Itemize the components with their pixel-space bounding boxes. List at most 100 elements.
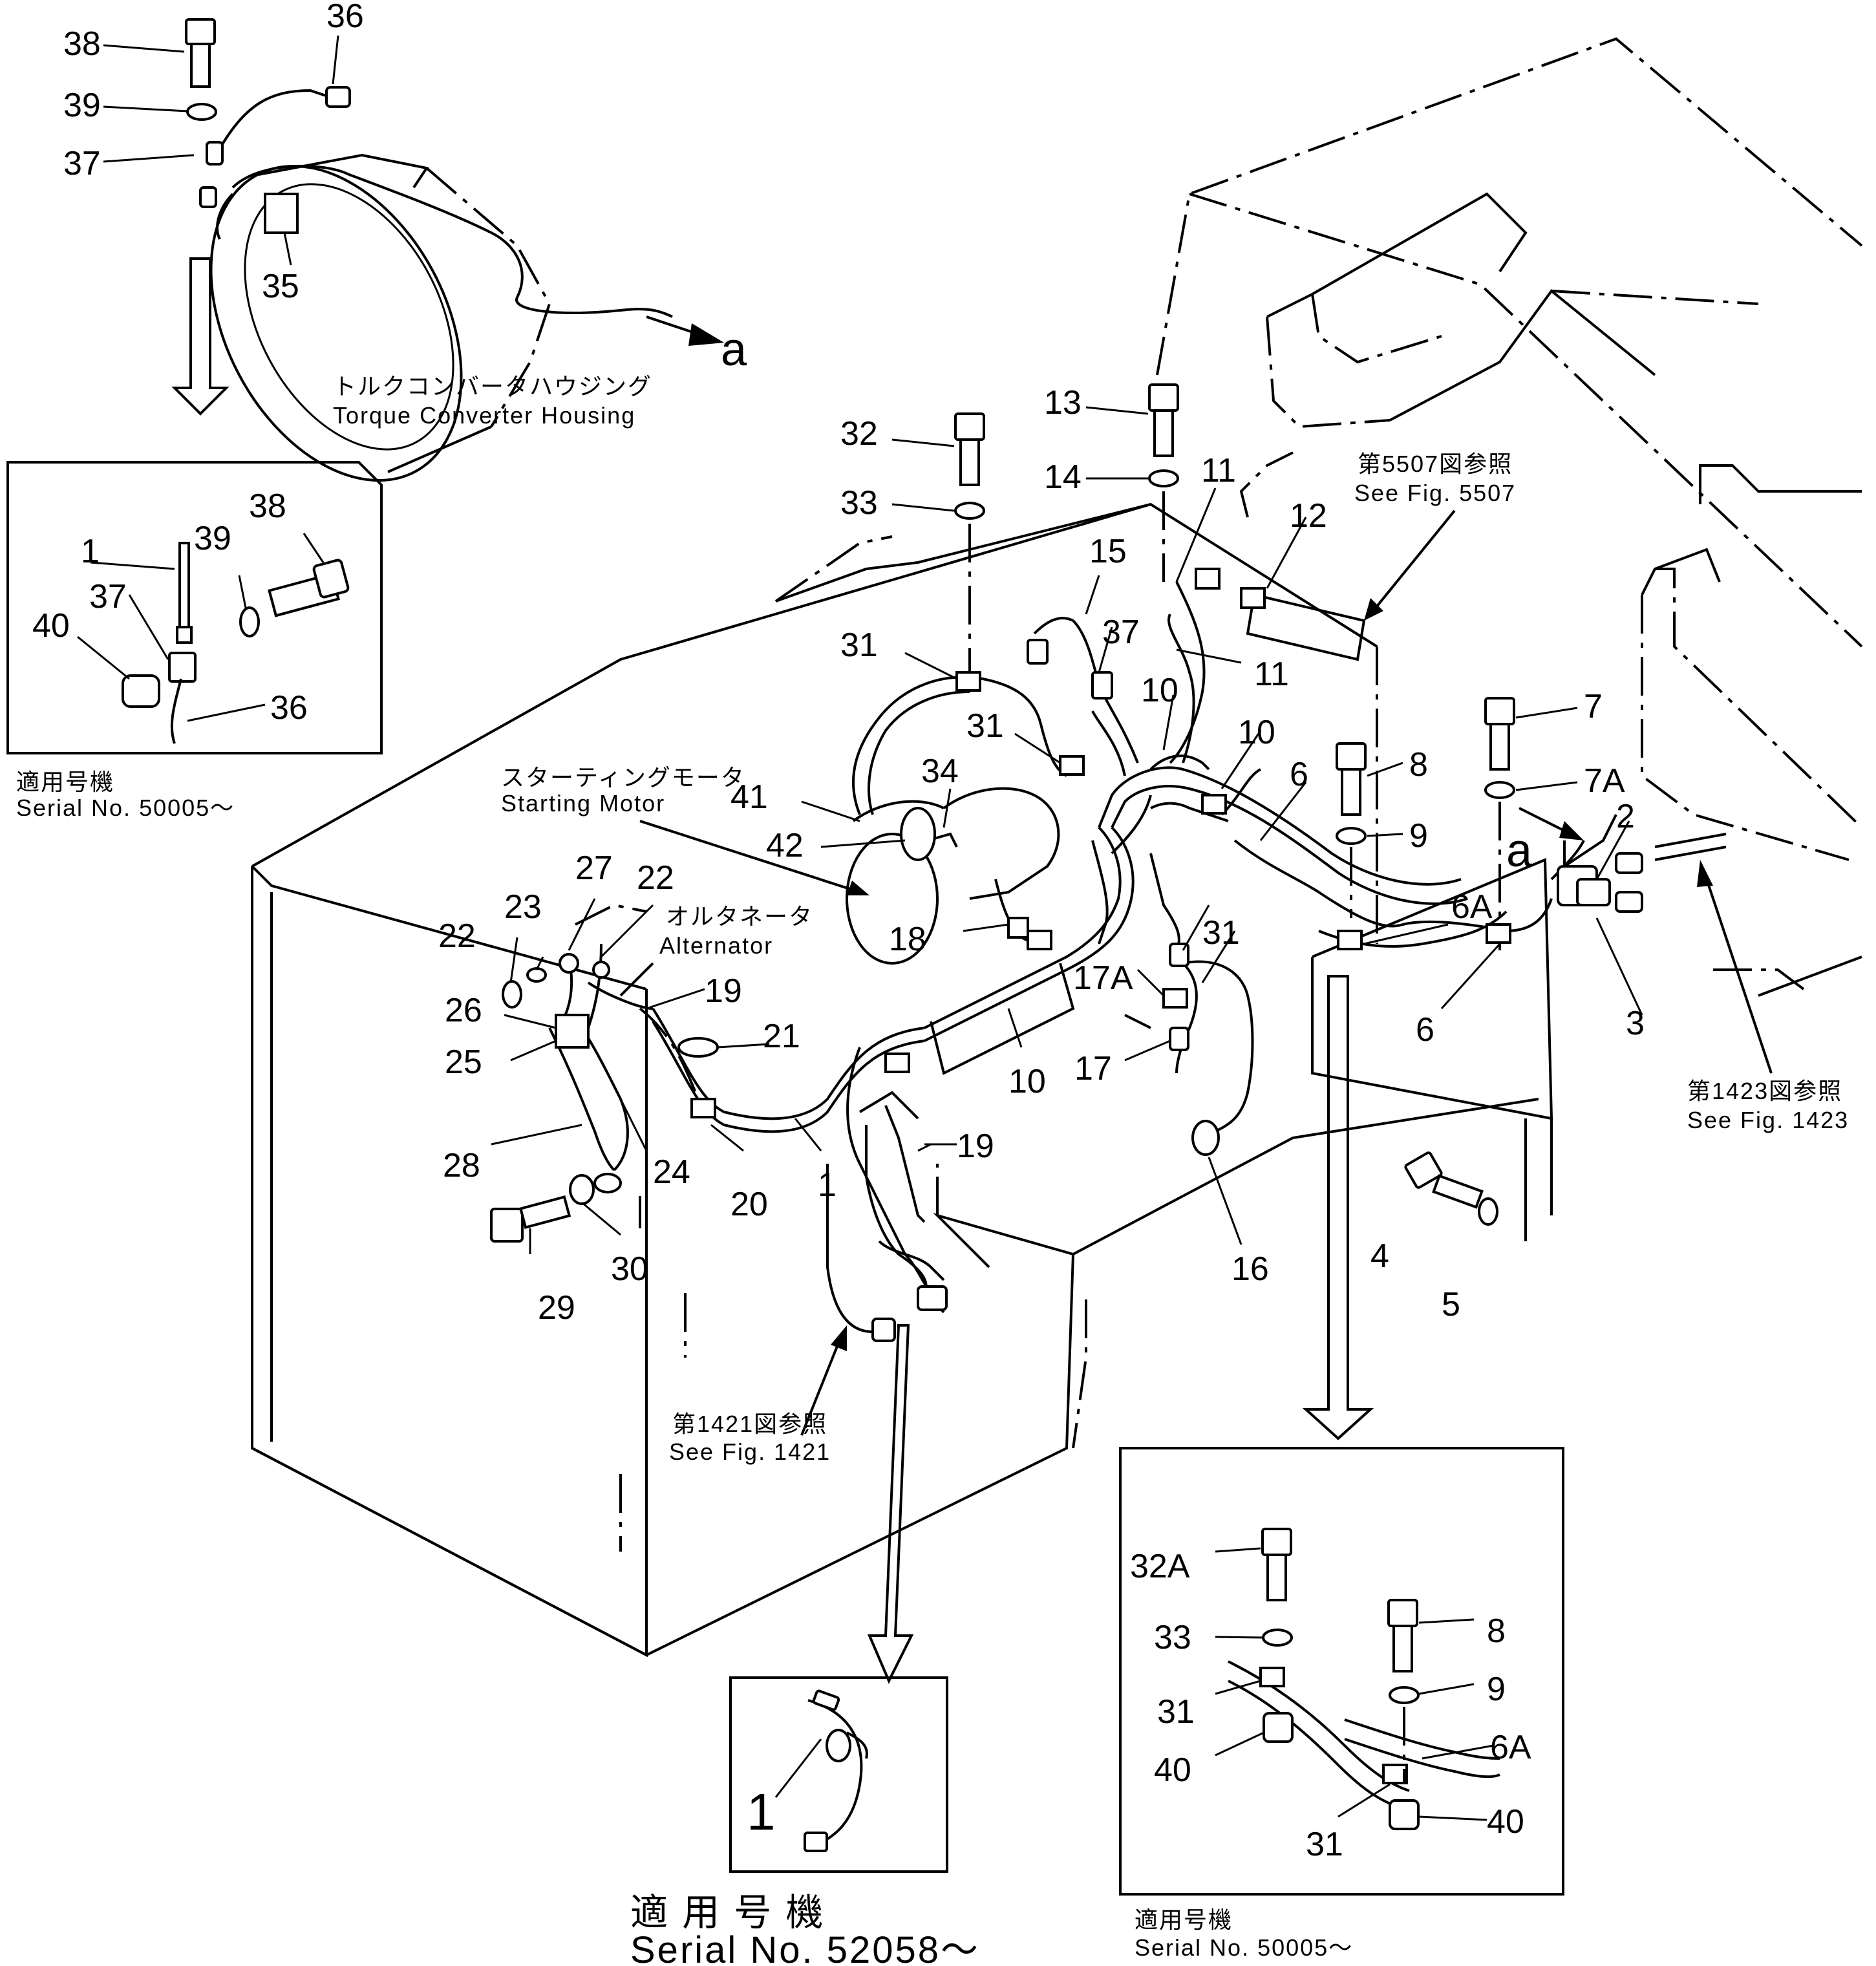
callout-42: 42 <box>766 827 804 864</box>
callout-8-right: 8 <box>1487 1612 1506 1650</box>
callout-39-inset: 39 <box>194 520 231 557</box>
leader-dashes <box>639 491 1501 1228</box>
callout-37-inset: 37 <box>89 578 127 615</box>
callout-33-right: 33 <box>1154 1619 1191 1656</box>
callout-19-b: 19 <box>957 1127 994 1165</box>
callout-31-c: 31 <box>1202 914 1240 952</box>
washer-39-top <box>186 103 217 121</box>
callout-16: 16 <box>1231 1250 1269 1288</box>
callout-9-right: 9 <box>1487 1671 1506 1708</box>
callout-2: 2 <box>1616 798 1635 835</box>
inset-box-bottom-right <box>1119 1447 1564 1896</box>
callout-15: 15 <box>1089 533 1127 570</box>
callout-29: 29 <box>538 1289 575 1327</box>
washer-7A <box>1484 781 1515 799</box>
ref-5507-jp: 第5507図参照 <box>1358 451 1513 477</box>
bolt-4 <box>1404 1151 1484 1209</box>
bolt-29 <box>490 1195 571 1243</box>
harness-clamps <box>690 639 1511 1342</box>
callout-24: 24 <box>653 1153 690 1191</box>
ref-5507-en: See Fig. 5507 <box>1354 480 1516 506</box>
callout-37-top: 37 <box>63 145 101 182</box>
callout-38-inset: 38 <box>249 487 286 525</box>
callout-13: 13 <box>1044 384 1082 422</box>
callout-9: 9 <box>1409 817 1428 855</box>
washer-33 <box>954 502 985 520</box>
callout-20: 20 <box>730 1186 768 1223</box>
callout-4: 4 <box>1370 1237 1389 1275</box>
callout-6-low: 6 <box>1416 1011 1434 1049</box>
arrow-starting-motor <box>639 820 869 895</box>
callout-21: 21 <box>763 1018 800 1055</box>
harness-branches <box>826 581 1254 1333</box>
callout-40-right2: 40 <box>1487 1803 1524 1841</box>
ref-1421-en: See Fig. 1421 <box>669 1438 831 1465</box>
torque-converter-label-en: Torque Converter Housing <box>333 402 635 429</box>
ref-1423-en: See Fig. 1423 <box>1687 1107 1849 1133</box>
washer-5 <box>1478 1197 1498 1226</box>
bolt-8 <box>1336 742 1367 816</box>
callout-22-b: 22 <box>438 917 476 955</box>
callout-32A: 32A <box>1130 1548 1190 1585</box>
bolt-13 <box>1148 383 1179 457</box>
callout-7: 7 <box>1584 688 1603 725</box>
callout-31-right2: 31 <box>1306 1826 1343 1863</box>
captions: トルクコンバータハウジング Torque Converter Housing ス… <box>16 373 1849 1966</box>
down-arrow-left <box>171 257 229 416</box>
callout-7A: 7A <box>1584 762 1625 800</box>
callout-10-mid1: 10 <box>1141 672 1178 709</box>
callout-31-b: 31 <box>966 707 1004 745</box>
callout-10-low: 10 <box>1008 1063 1046 1100</box>
callout-30: 30 <box>611 1250 648 1288</box>
callout-32: 32 <box>840 415 878 453</box>
washer-9 <box>1336 827 1367 845</box>
callout-a-right: a <box>1506 825 1533 877</box>
inset-box-bottom-center <box>729 1676 948 1873</box>
alternator-label-jp: オルタネータ <box>666 903 813 930</box>
callout-36-inset: 36 <box>270 689 308 727</box>
callout-40-inset: 40 <box>32 607 70 645</box>
callout-10-mid2: 10 <box>1238 714 1275 751</box>
frame-block-outline <box>251 502 1553 1658</box>
callout-17A: 17A <box>1073 959 1133 997</box>
callout-38-top: 38 <box>63 25 101 63</box>
washer-14 <box>1148 469 1179 487</box>
callout-3: 3 <box>1626 1005 1645 1042</box>
engine-block-outline <box>1156 37 1863 997</box>
callout-41: 41 <box>730 778 768 816</box>
down-arrow-right <box>1302 975 1374 1440</box>
serial-bottom-en: Serial No. 52058～ <box>630 1929 980 1966</box>
callout-1-main: 1 <box>818 1166 837 1204</box>
sensor-36-top <box>199 86 351 208</box>
callout-31-a: 31 <box>840 626 878 664</box>
bracket-10-box <box>930 963 1075 1075</box>
callout-27: 27 <box>575 849 613 887</box>
serial-bottom-jp: 適 用 号 機 <box>630 1892 825 1934</box>
callout-18: 18 <box>889 921 926 958</box>
callout-28: 28 <box>443 1147 480 1184</box>
callout-numbers: 38 36 39 37 35 a 38 1 39 37 40 36 32 33 … <box>32 0 1645 1863</box>
callout-39-top: 39 <box>63 87 101 124</box>
main-harness-1 <box>652 614 1617 1314</box>
arrow-to-a-top <box>646 315 724 346</box>
washer-30 <box>569 1174 595 1205</box>
callout-5: 5 <box>1442 1286 1460 1323</box>
callout-35: 35 <box>262 268 299 305</box>
starting-motor-label-en: Starting Motor <box>501 790 665 817</box>
callout-19-a: 19 <box>705 972 742 1010</box>
alternator-label-en: Alternator <box>659 932 773 959</box>
arrow-5507 <box>1364 509 1456 621</box>
callout-22-a: 22 <box>637 859 674 897</box>
callout-1-inset: 1 <box>81 533 100 570</box>
callout-6-top: 6 <box>1290 756 1308 793</box>
sensor-2-3 <box>1557 833 1727 913</box>
torque-converter-label-jp: トルクコンバータハウジング <box>333 373 652 400</box>
torque-converter-housing-drawing <box>209 153 673 482</box>
down-arrow-center <box>867 1324 914 1684</box>
callout-23: 23 <box>504 888 542 926</box>
callout-37-mid: 37 <box>1102 614 1140 651</box>
starting-motor-drawing <box>846 787 1060 965</box>
ref-1423-jp: 第1423図参照 <box>1687 1078 1842 1104</box>
callout-leaders <box>77 35 1643 1821</box>
